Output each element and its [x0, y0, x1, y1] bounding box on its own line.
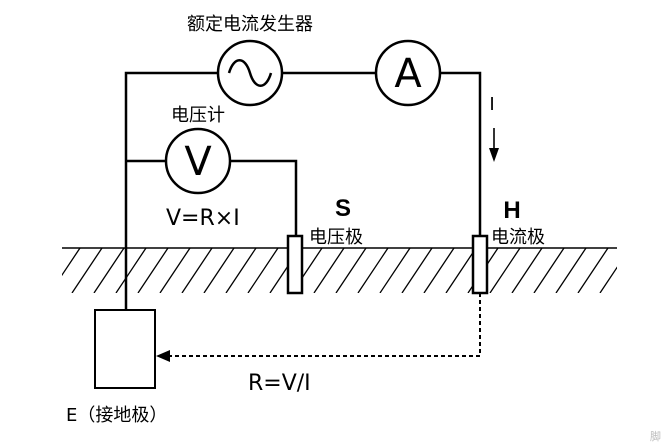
hatch-line	[203, 248, 235, 293]
current-label: I	[489, 94, 494, 115]
arrow-left-icon	[156, 350, 170, 362]
hatch-line	[62, 248, 81, 277]
formula-r-equals-v-over-i: R=V/I	[248, 371, 311, 396]
hatch-line	[71, 248, 103, 293]
h-probe-label: 电流极	[491, 227, 545, 248]
ammeter-circle	[374, 39, 442, 107]
current-arrow	[489, 128, 499, 162]
hatch-line	[555, 248, 587, 293]
current-generator	[216, 39, 284, 107]
hatch-line	[511, 248, 543, 293]
left-main-wire	[124, 71, 218, 310]
voltmeter: V	[164, 127, 232, 195]
hatch-line	[401, 248, 433, 293]
voltmeter-right-wire	[230, 159, 298, 236]
ammeter: A	[374, 39, 442, 107]
hatch-line	[622, 248, 652, 293]
hatch-line	[93, 248, 125, 293]
hatch-line	[423, 248, 455, 293]
earth-electrode-box	[94, 309, 156, 389]
earth-electrode-label: E（接地极）	[66, 405, 167, 426]
hatch-line	[379, 248, 411, 293]
hatch-line	[599, 266, 617, 293]
hatch-line	[577, 248, 609, 293]
ground-hatching	[62, 248, 652, 293]
arrow-down-icon	[489, 148, 499, 162]
h-current-probe	[471, 234, 489, 295]
circuit-wires	[124, 71, 482, 310]
generator-circle	[216, 39, 284, 107]
voltmeter-circle	[164, 127, 232, 195]
right-current-wire	[440, 71, 482, 236]
s-probe-label: 电压极	[309, 227, 363, 248]
h-probe-letter: H	[503, 197, 520, 224]
watermark-text: 脚	[650, 429, 661, 443]
hatch-line	[247, 248, 279, 293]
s-voltage-probe	[286, 234, 304, 295]
hatch-line	[115, 248, 147, 293]
hatch-line	[225, 248, 257, 293]
hatch-line	[313, 248, 345, 293]
return-path	[156, 293, 481, 362]
hatch-line	[489, 248, 521, 293]
hatch-line	[159, 248, 191, 293]
hatch-line	[445, 248, 477, 293]
s-probe-letter: S	[335, 195, 351, 222]
hatch-line	[357, 248, 389, 293]
hatch-line	[137, 248, 169, 293]
formula-v-equals-r-times-i: V=R×I	[166, 206, 240, 231]
ground	[62, 247, 652, 293]
dashed-return-line	[168, 293, 481, 357]
ac-sine-icon	[227, 59, 273, 87]
voltmeter-label: 电压计	[171, 105, 225, 126]
generator-label: 额定电流发生器	[187, 14, 313, 35]
hatch-line	[335, 248, 367, 293]
ammeter-symbol: A	[394, 51, 422, 97]
hatch-line	[181, 248, 213, 293]
voltmeter-symbol: V	[184, 139, 212, 185]
hatch-line	[533, 248, 565, 293]
